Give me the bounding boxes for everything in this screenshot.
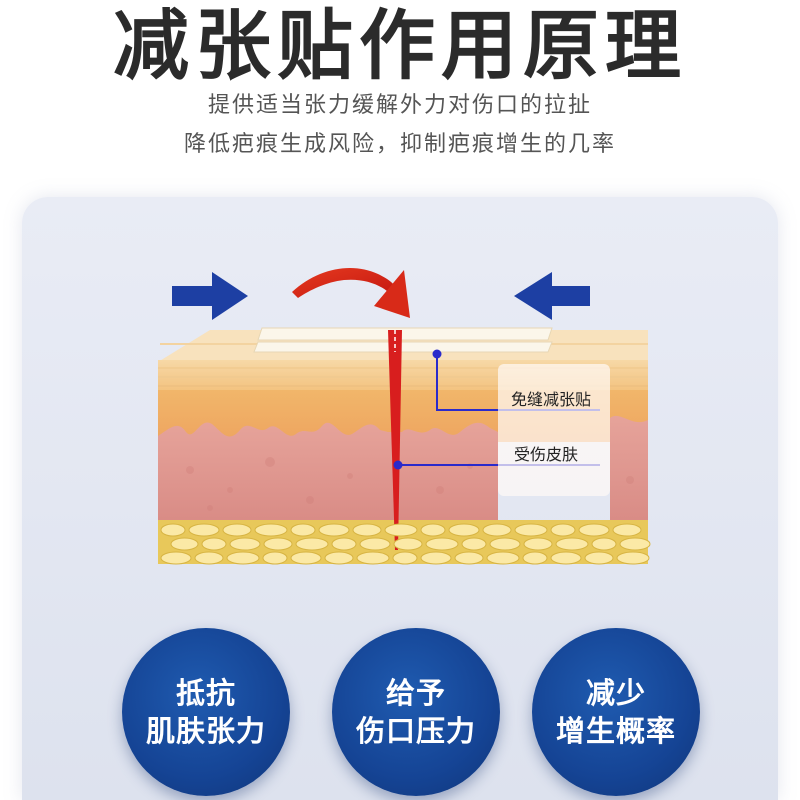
fat-cell (254, 523, 288, 537)
benefit-2-line-1: 给予 (385, 676, 446, 710)
label-box (498, 364, 610, 496)
fat-cell (331, 537, 357, 551)
benefit-circle-1: 抵抗 肌肤张力 (122, 628, 290, 796)
fat-cell (352, 523, 382, 537)
benefit-1-line-1: 抵抗 (175, 676, 236, 710)
fat-cell (290, 523, 316, 537)
fat-cell (160, 523, 186, 537)
dermis-right (610, 415, 648, 520)
fat-cell (356, 551, 390, 565)
fat-cell (425, 537, 459, 551)
fat-cell (578, 523, 610, 537)
fat-cell (359, 537, 391, 551)
fat-cell (201, 537, 227, 551)
label-patch: 免缝减张贴 (511, 390, 592, 409)
fat-cell (393, 537, 423, 551)
fat-cell (482, 523, 512, 537)
fat-cell (612, 523, 642, 537)
fat-cell (550, 551, 582, 565)
subtitle-line-1: 提供适当张力缓解外力对伤口的拉扯 (207, 93, 592, 118)
fat-cell (229, 537, 261, 551)
benefit-1-line-2: 肌肤张力 (145, 714, 266, 748)
dermis-layer (158, 422, 498, 520)
fat-cell (290, 551, 322, 565)
fat-cell (522, 551, 548, 565)
fat-cell (263, 537, 293, 551)
fat-cell (489, 537, 521, 551)
benefit-2-line-2: 伤口压力 (355, 714, 476, 748)
patch-strips (253, 327, 553, 353)
label-injured-skin: 受伤皮肤 (514, 445, 579, 464)
fat-cell (188, 523, 220, 537)
fat-cell (295, 537, 329, 551)
fat-cell (454, 551, 484, 565)
benefit-circle-2: 给予 伤口压力 (332, 628, 500, 796)
fat-cell (392, 551, 418, 565)
fat-cell (324, 551, 354, 565)
fat-cell (584, 551, 614, 565)
fat-cell (194, 551, 224, 565)
fat-cell (226, 551, 260, 565)
fat-cell (486, 551, 520, 565)
fat-cell (461, 537, 487, 551)
page-title: 减张贴作用原理 (113, 1, 687, 90)
curved-red-arrow (292, 268, 410, 318)
fat-cell (420, 523, 446, 537)
fat-cell (550, 523, 576, 537)
fat-cell (318, 523, 350, 537)
fat-cell (384, 523, 418, 537)
fat-cell (616, 551, 650, 565)
fat-cell (448, 523, 480, 537)
left-blue-arrow (172, 272, 248, 320)
subtitle-line-2: 降低疤痕生成风险，抑制疤痕增生的几率 (183, 132, 616, 157)
fat-cell (262, 551, 288, 565)
benefit-3-line-2: 增生概率 (555, 714, 676, 748)
benefit-3-line-1: 减少 (585, 676, 646, 710)
fat-cell (555, 537, 589, 551)
fat-cell (160, 551, 192, 565)
fat-cell (591, 537, 617, 551)
fat-cell (170, 537, 199, 551)
fat-cells (160, 523, 651, 565)
fat-cell (222, 523, 252, 537)
wound-cut (388, 330, 402, 550)
fat-cell (514, 523, 548, 537)
fat-cell (619, 537, 651, 551)
fat-cell (420, 551, 452, 565)
fat-cell (523, 537, 553, 551)
right-blue-arrow (514, 272, 590, 320)
benefit-circle-3: 减少 增生概率 (532, 628, 700, 796)
